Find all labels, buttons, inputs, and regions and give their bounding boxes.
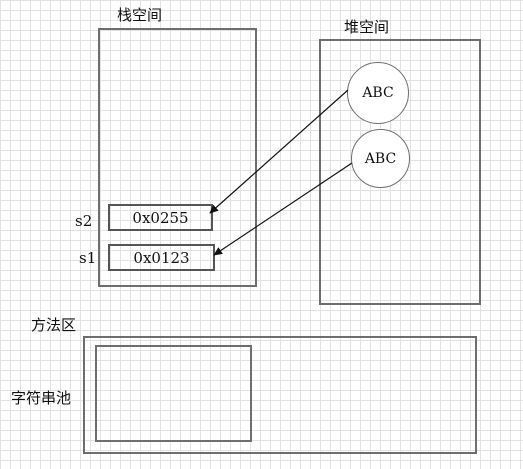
string-pool-label: 字符串池 [11, 389, 72, 407]
stack-cell-label-s2: s2 [75, 212, 93, 230]
string-pool-box [95, 345, 252, 442]
heap-object-1-text: ABC [362, 85, 394, 101]
stack-cell-label-s1: s1 [79, 249, 97, 267]
stack-cell-s2: 0x0255 [108, 204, 213, 231]
method-area-box [83, 336, 477, 454]
heap-object-2: ABC [351, 129, 410, 188]
method-area-title: 方法区 [31, 316, 77, 334]
stack-cell-s1: 0x0123 [108, 244, 215, 271]
heap-object-2-text: ABC [364, 150, 397, 167]
heap-title: 堆空间 [344, 18, 390, 36]
stack-cell-value-s1: 0x0123 [133, 248, 190, 267]
stack-cell-value-s2: 0x0255 [132, 208, 189, 227]
heap-object-1: ABC [347, 62, 409, 124]
stack-title: 栈空间 [117, 6, 163, 24]
